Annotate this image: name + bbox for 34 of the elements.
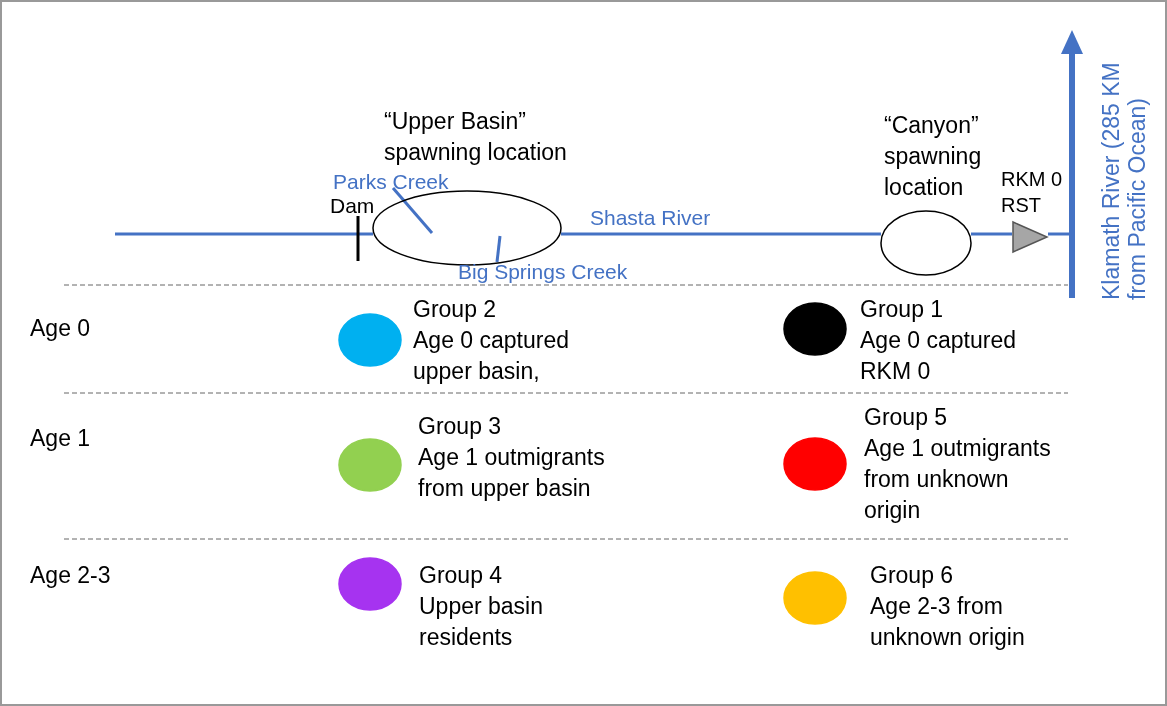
group-dot: [338, 557, 402, 611]
group-description: Group 6: [870, 561, 955, 590]
group-description: Group 1: [860, 295, 945, 324]
river-line: [115, 232, 373, 236]
dam-label: Dam: [330, 193, 375, 219]
location-label: “Canyon” spawning location: [884, 111, 983, 202]
group-description: Age 1 outmigrants from upper basin: [418, 443, 606, 503]
river-line: [561, 232, 881, 236]
group-description: Group 4: [419, 561, 504, 590]
group-dot: [783, 437, 847, 491]
group-description: Upper basin residents: [419, 592, 545, 652]
group-description: Age 2-3 from unknown origin: [870, 592, 1026, 652]
group-description: Age 0 captured RKM 0: [860, 326, 1017, 386]
group-dot: [783, 571, 847, 625]
river-label: Klamath River (285 KM from Pacific Ocean): [1098, 61, 1150, 300]
age-label: Age 2-3: [30, 561, 111, 590]
group-description: Age 1 outmigrants from unknown origin: [864, 434, 1052, 525]
site-label: RKM 0 RST: [1001, 167, 1064, 218]
group-description: Group 3: [418, 412, 503, 441]
river-line: [971, 232, 1012, 236]
group-dot: [338, 438, 402, 492]
river-line: [1048, 232, 1069, 236]
creek-label: Parks Creek: [333, 169, 449, 195]
group-dot: [338, 313, 402, 367]
creek-label: Big Springs Creek: [458, 259, 628, 285]
location-label: “Upper Basin” spawning location: [384, 107, 568, 167]
river-label: Shasta River: [590, 205, 711, 231]
trap-triangle: [1012, 221, 1048, 253]
group-description: Group 5: [864, 403, 949, 432]
age-label: Age 1: [30, 424, 91, 453]
age-label: Age 0: [30, 314, 91, 343]
group-description: Group 2: [413, 295, 498, 324]
group-dot: [783, 302, 847, 356]
group-description: Age 0 captured upper basin,: [413, 326, 570, 386]
